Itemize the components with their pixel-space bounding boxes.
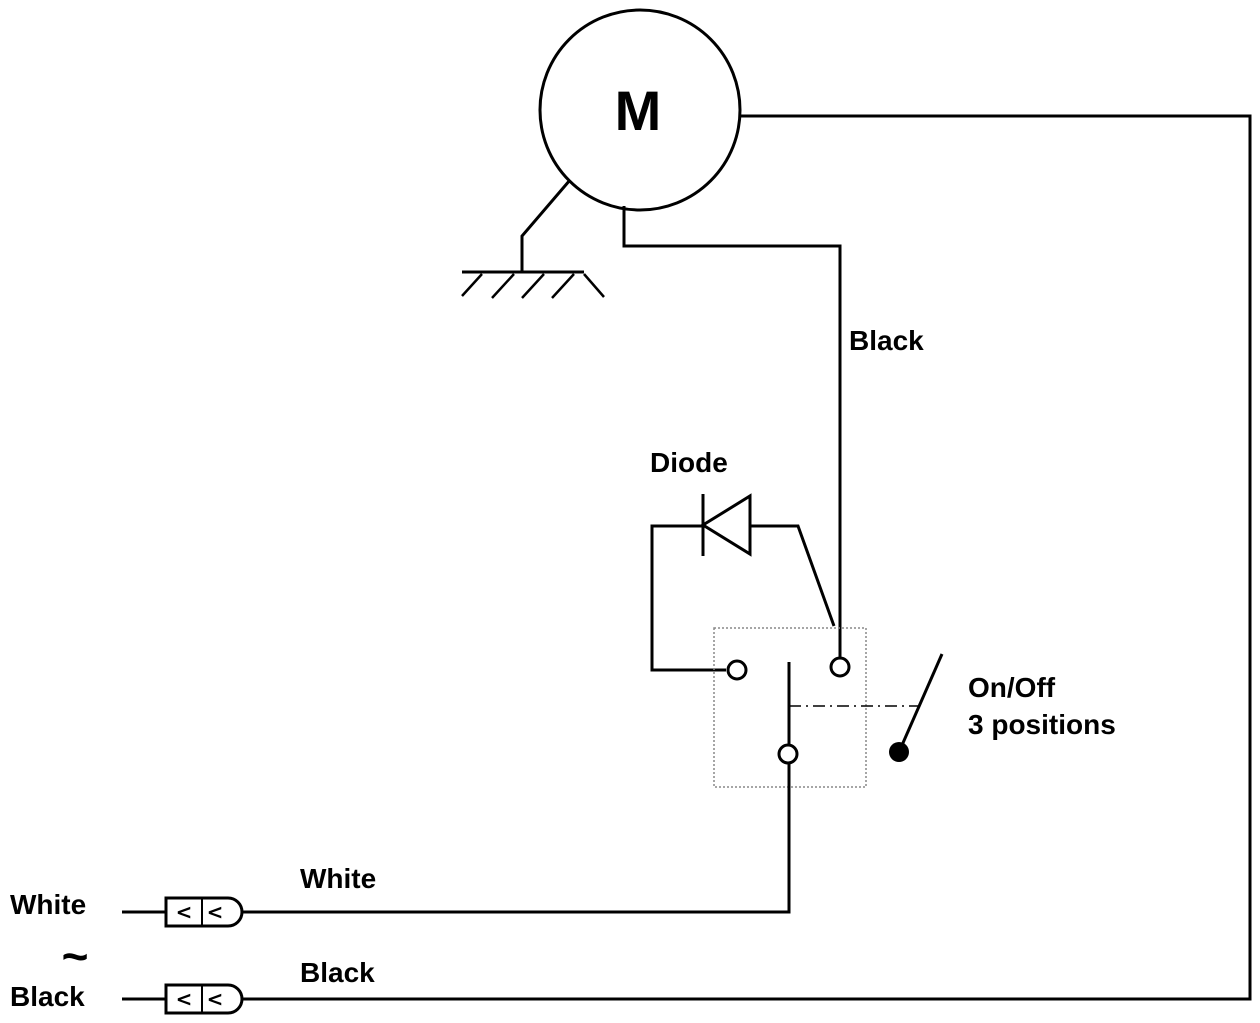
switch-assembly (713, 627, 944, 788)
label-switch-line1: On/Off (968, 672, 1056, 703)
motor-symbol: M (615, 79, 662, 142)
connector-black-glyph-left: < (176, 987, 193, 1011)
label-motor-wire-black: Black (849, 325, 924, 356)
switch-box (713, 627, 867, 788)
label-input-white: White (10, 889, 86, 920)
motor-circle (538, 8, 742, 212)
label-wire-white: White (300, 863, 376, 894)
connector-black-glyph-right: < (207, 987, 224, 1011)
motor: M (538, 8, 742, 212)
label-input-ac-symbol: ~ (62, 930, 89, 982)
label-diode: Diode (650, 447, 728, 478)
switch-contact-left (726, 659, 748, 681)
ground-symbol (461, 179, 605, 299)
connector-white: < < (164, 896, 244, 928)
connector-white-glyph-right: < (207, 900, 224, 924)
diode-branch (650, 524, 836, 672)
connector-white-glyph-left: < (176, 900, 193, 924)
switch-contact-right (829, 656, 851, 678)
label-wire-black: Black (300, 957, 375, 988)
label-switch-line2: 3 positions (968, 709, 1116, 740)
switch-actuator-pivot (889, 742, 909, 762)
motor-return-wire (240, 114, 1252, 1001)
diode-symbol (700, 493, 752, 557)
connector-black: < < (164, 983, 244, 1015)
switch-contact-common (777, 743, 799, 765)
white-wire (240, 763, 791, 914)
switch-actuator (897, 653, 944, 753)
motor-black-wire (622, 206, 842, 658)
label-input-black: Black (10, 981, 85, 1012)
